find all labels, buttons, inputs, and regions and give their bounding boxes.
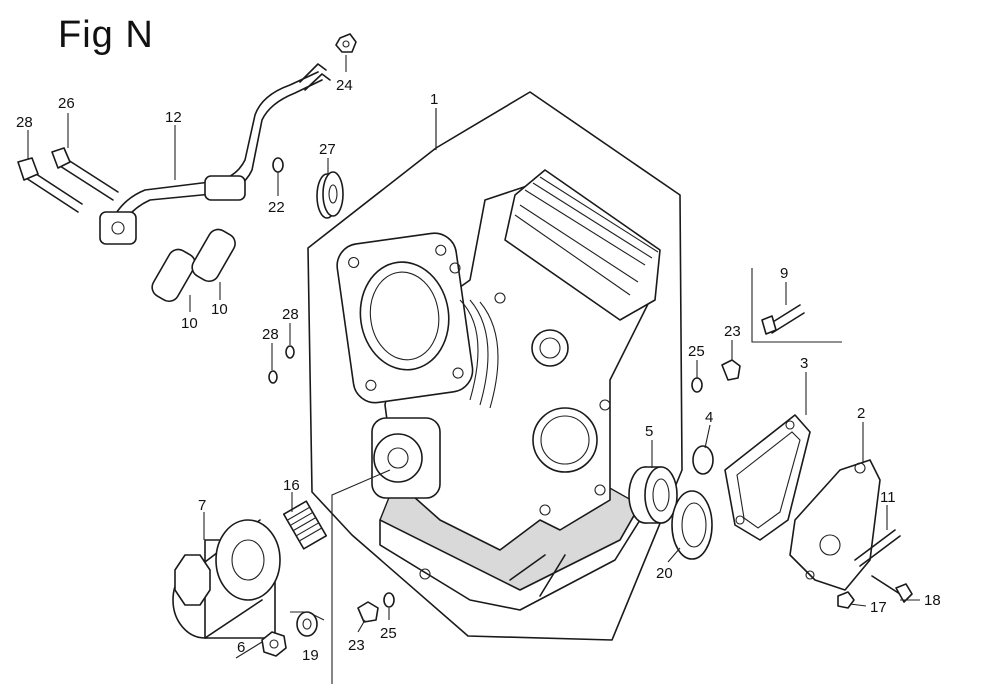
crankcase-part (336, 169, 661, 611)
callout-25a: 25 (688, 343, 705, 360)
oil-filter-nipple-part (282, 500, 328, 550)
leader-lines (27, 55, 920, 684)
oil-pipe-assembly-part (99, 63, 331, 245)
callout-9: 9 (780, 265, 788, 282)
sealing-washer-22-part (272, 157, 284, 173)
callout-1: 1 (430, 91, 438, 108)
callout-17: 17 (870, 599, 887, 616)
callout-27: 27 (319, 141, 336, 158)
gasket-3-part (724, 414, 811, 541)
callout-23a: 23 (724, 323, 741, 340)
callout-28c: 28 (282, 306, 299, 323)
oil-seal-20-part (671, 490, 713, 560)
drain-bolt-6-part (261, 631, 287, 657)
callout-20: 20 (656, 565, 673, 582)
bolt-17-part (837, 591, 855, 609)
callout-10b: 10 (211, 301, 228, 318)
callout-16: 16 (283, 477, 300, 494)
sensor-9-part (761, 304, 805, 335)
callout-10a: 10 (181, 315, 198, 332)
callout-2: 2 (857, 405, 865, 422)
callout-24: 24 (336, 77, 353, 94)
callout-7: 7 (198, 497, 206, 514)
washer-25-bottom-part (383, 592, 395, 608)
callout-26: 26 (58, 95, 75, 112)
bolt-28-part (17, 157, 83, 213)
cover-2-part (789, 459, 881, 591)
bolt-18-part (871, 575, 913, 603)
callout-22: 22 (268, 199, 285, 216)
bolt-23-bottom-part (357, 601, 379, 623)
washer-25-right-part (691, 377, 703, 393)
figure-title: Fig N (58, 14, 154, 56)
callout-28a: 28 (16, 114, 33, 131)
callout-4: 4 (705, 409, 713, 426)
bolt-26-part (51, 147, 119, 201)
callout-6: 6 (237, 639, 245, 656)
o-ring-4-part (692, 445, 714, 475)
nut-24-part (335, 33, 357, 53)
callout-11: 11 (880, 489, 896, 506)
seal-5-part (628, 466, 678, 524)
callout-18: 18 (924, 592, 941, 609)
callout-28b: 28 (262, 326, 279, 343)
pin-11-part (854, 529, 901, 567)
bolt-23-right-part (721, 359, 741, 381)
callout-23b: 23 (348, 637, 365, 654)
oil-filter-part (172, 519, 281, 639)
washer-28-right-part (285, 345, 295, 359)
bearing-27-part (316, 171, 344, 219)
sensor-9-bracket-line (751, 268, 842, 343)
callout-25b: 25 (380, 625, 397, 642)
assembly-boundary-line (307, 91, 683, 641)
callout-5: 5 (645, 423, 653, 440)
callout-19: 19 (302, 647, 319, 664)
washer-28-left-part (268, 370, 278, 384)
callout-3: 3 (800, 355, 808, 372)
dowel-pins-part (151, 228, 236, 303)
callout-12: 12 (165, 109, 182, 126)
